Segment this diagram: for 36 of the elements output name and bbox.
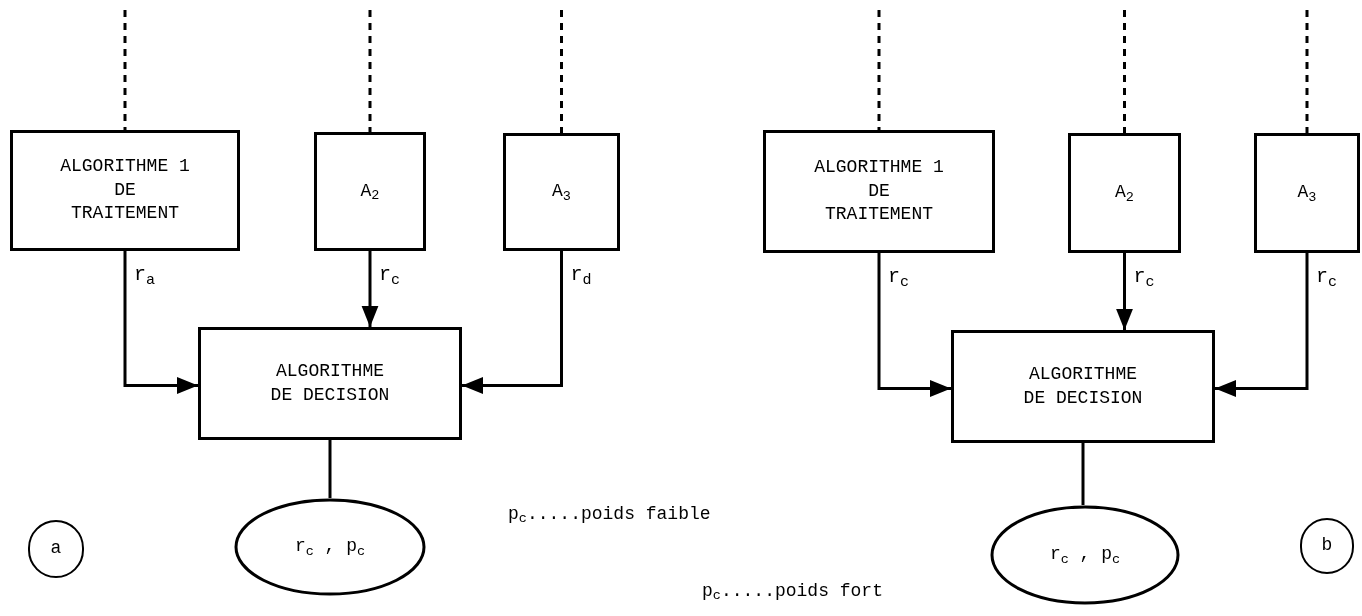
process-box (1254, 133, 1360, 253)
arrow (1215, 253, 1309, 397)
node-text: A$_{3}$ (1297, 181, 1317, 205)
legend-note: p$_{c}$.....poids fort (702, 582, 883, 600)
node-text: A$_{3}$ (552, 180, 571, 204)
legend-note: p$_{c}$.....poids faible (508, 505, 711, 523)
arrow (462, 251, 563, 394)
dashed-line (877, 10, 881, 130)
process-box (763, 130, 995, 253)
dashed-line (1123, 10, 1126, 133)
arrow (361, 251, 379, 327)
node-text: A$_{2}$ (1115, 181, 1134, 205)
node-text: r$_{c}$ , p$_{c}$ (1049, 543, 1121, 567)
node-text: r$_{c}$ , p$_{c}$ (294, 535, 366, 559)
process-box (503, 133, 620, 251)
dashed-line (123, 10, 127, 130)
dashed-line (368, 10, 372, 132)
process-box (951, 330, 1215, 443)
node-text: ALGORITHME 1 DE TRAITEMENT (59, 155, 191, 226)
arrow (877, 253, 951, 397)
process-box (1068, 133, 1181, 253)
result-ellipse (990, 505, 1180, 605)
node-text: ALGORITHME DE DECISION (1023, 363, 1143, 410)
node-text: A$_{2}$ (360, 179, 380, 204)
process-box (314, 132, 426, 251)
arrow (123, 251, 198, 394)
arrow (1116, 253, 1133, 330)
node-text: ALGORITHME 1 DE TRAITEMENT (813, 156, 945, 227)
node-text: b (1321, 534, 1333, 558)
dashed-line (560, 10, 563, 133)
process-box (10, 130, 240, 251)
dashed-line (1305, 10, 1309, 133)
node-text: a (50, 537, 62, 561)
result-ellipse (234, 498, 426, 596)
process-box (198, 327, 462, 440)
node-text: ALGORITHME DE DECISION (270, 360, 390, 407)
